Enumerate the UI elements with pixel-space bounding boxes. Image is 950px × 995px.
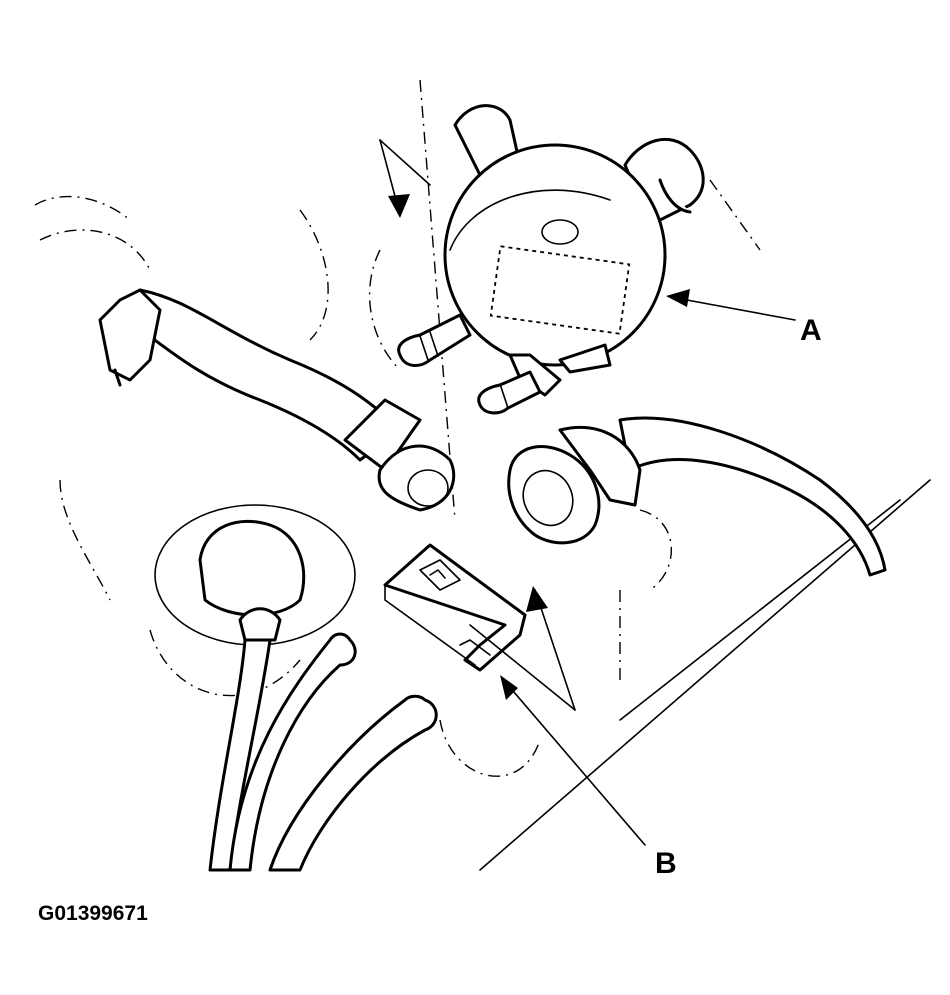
upper-left-hose (98, 288, 456, 512)
direction-arrows (379, 139, 576, 711)
lower-left-hoses (154, 504, 438, 872)
component-a (397, 104, 705, 415)
callout-a-arrowhead (666, 289, 690, 307)
callout-b-label: B (655, 847, 677, 880)
right-hose (507, 416, 887, 577)
leader-lines (500, 289, 796, 846)
callout-b-arrowhead (500, 675, 518, 700)
component-b (383, 543, 527, 672)
figure-id: G01399671 (38, 902, 148, 925)
callout-a-label: A (800, 314, 822, 347)
